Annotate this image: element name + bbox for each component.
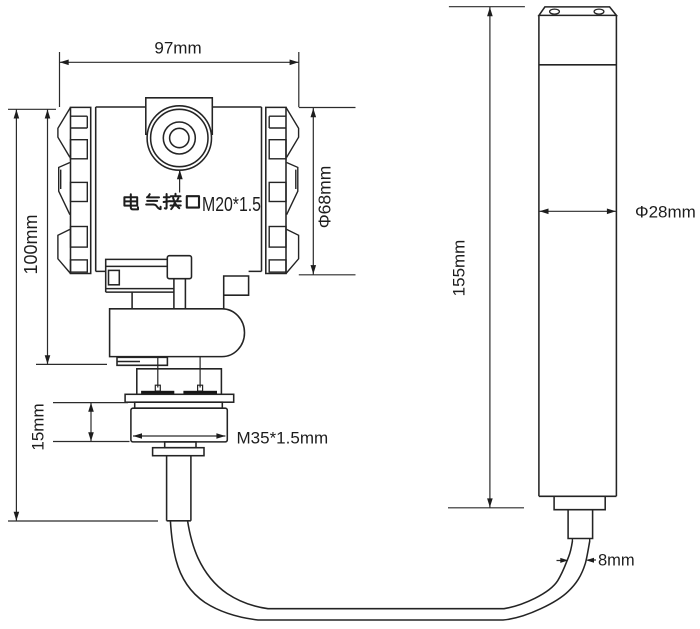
svg-text:100mm: 100mm: [21, 214, 41, 274]
svg-text:Φ28mm: Φ28mm: [635, 203, 696, 222]
svg-text:155mm: 155mm: [450, 240, 469, 297]
svg-text:97mm: 97mm: [154, 39, 201, 58]
svg-text:M35*1.5mm: M35*1.5mm: [237, 429, 329, 448]
svg-text:15mm: 15mm: [29, 403, 48, 450]
svg-text:Φ68mm: Φ68mm: [315, 166, 335, 229]
svg-text:8mm: 8mm: [598, 552, 635, 570]
svg-text:M20*1.5: M20*1.5: [202, 194, 261, 216]
